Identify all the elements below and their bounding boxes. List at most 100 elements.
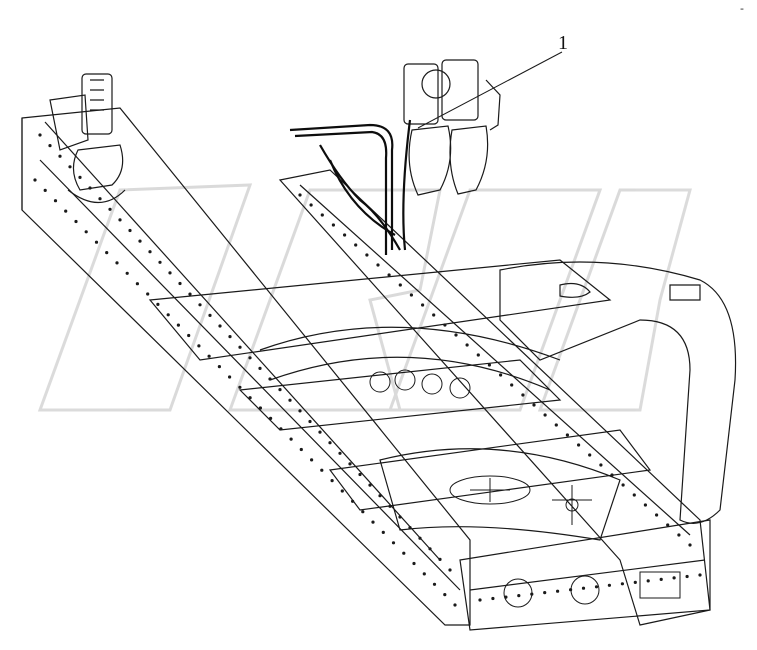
rivet <box>530 592 534 596</box>
rivet <box>408 526 412 530</box>
rivet <box>398 515 402 519</box>
rivet <box>94 240 99 244</box>
rivet <box>289 437 293 441</box>
rivet <box>358 472 362 477</box>
rivet <box>672 576 676 580</box>
rivet <box>398 283 402 287</box>
rivet <box>158 260 162 264</box>
rivet <box>351 499 355 503</box>
rivet <box>118 218 122 222</box>
rivet <box>453 603 457 607</box>
rivet <box>659 577 663 582</box>
rivet <box>465 343 469 347</box>
rivet <box>338 451 342 455</box>
rivet <box>677 533 681 537</box>
rivet <box>388 504 392 508</box>
rivet <box>135 282 139 286</box>
rivet <box>478 598 482 602</box>
rivet <box>88 186 92 190</box>
rivet <box>378 494 382 498</box>
rivet <box>594 585 599 589</box>
rivet <box>288 398 292 402</box>
rivet <box>409 293 413 297</box>
rivet <box>543 591 547 595</box>
rivet <box>402 551 406 555</box>
rivet <box>269 416 273 420</box>
rivet <box>371 520 375 524</box>
rivet <box>517 594 521 598</box>
callout-1-leader <box>417 51 563 129</box>
rivet <box>128 228 132 233</box>
rivet <box>228 375 232 379</box>
rivet <box>565 433 570 437</box>
rivet <box>310 458 314 462</box>
rivet <box>365 253 369 257</box>
rivet <box>554 423 558 427</box>
rivet <box>98 197 102 201</box>
rivet <box>331 223 335 227</box>
rivet <box>138 239 142 243</box>
rivet <box>198 303 202 307</box>
rivet <box>688 543 692 547</box>
rivet <box>532 403 536 407</box>
rivet <box>78 175 82 179</box>
rivet <box>309 203 313 207</box>
rivet <box>588 453 592 457</box>
rivet <box>581 586 586 590</box>
rivet <box>105 251 109 255</box>
rivet <box>146 292 150 296</box>
rivet <box>387 273 391 277</box>
rivet <box>438 557 442 562</box>
rivet <box>556 589 560 593</box>
rivet <box>632 493 636 497</box>
hose-lines <box>289 119 412 255</box>
rivet <box>258 366 262 370</box>
rivet <box>569 588 573 592</box>
rivet <box>238 345 242 349</box>
rivet <box>328 441 332 445</box>
rivet <box>148 250 152 254</box>
right-upper-assembly <box>403 59 501 196</box>
rivet <box>228 335 232 339</box>
rivet <box>298 409 302 413</box>
rivet <box>381 530 385 535</box>
frame-rails <box>21 107 711 631</box>
rivet <box>298 193 302 197</box>
rivet <box>428 547 432 551</box>
corner-mark: - <box>740 2 744 15</box>
rivet <box>43 188 47 192</box>
rivet <box>421 303 425 307</box>
rivet <box>348 462 352 466</box>
rivet <box>178 281 182 286</box>
rivet <box>168 271 172 275</box>
rivet <box>108 207 112 211</box>
rivet <box>521 393 525 397</box>
rivet <box>368 483 372 487</box>
rivet <box>330 479 334 483</box>
rivet <box>643 503 648 507</box>
rivet <box>207 354 211 358</box>
rivet <box>279 427 283 431</box>
rivet <box>443 593 447 597</box>
rivet <box>685 574 689 579</box>
rivet <box>176 323 180 327</box>
rivet <box>432 313 436 317</box>
rivet <box>340 489 344 493</box>
rivet <box>418 536 422 540</box>
rivet <box>620 582 625 586</box>
rivet <box>187 333 191 338</box>
rivet <box>610 473 614 477</box>
rivet <box>68 165 72 169</box>
rivet <box>58 154 62 158</box>
rivet <box>443 323 447 327</box>
rivet <box>491 596 495 601</box>
rivet <box>53 199 58 203</box>
rivet <box>487 363 491 367</box>
rivet <box>33 178 37 182</box>
rail-holes <box>369 369 681 608</box>
rivet <box>217 365 221 369</box>
rail-rivets <box>33 133 702 607</box>
rivet <box>454 333 458 337</box>
